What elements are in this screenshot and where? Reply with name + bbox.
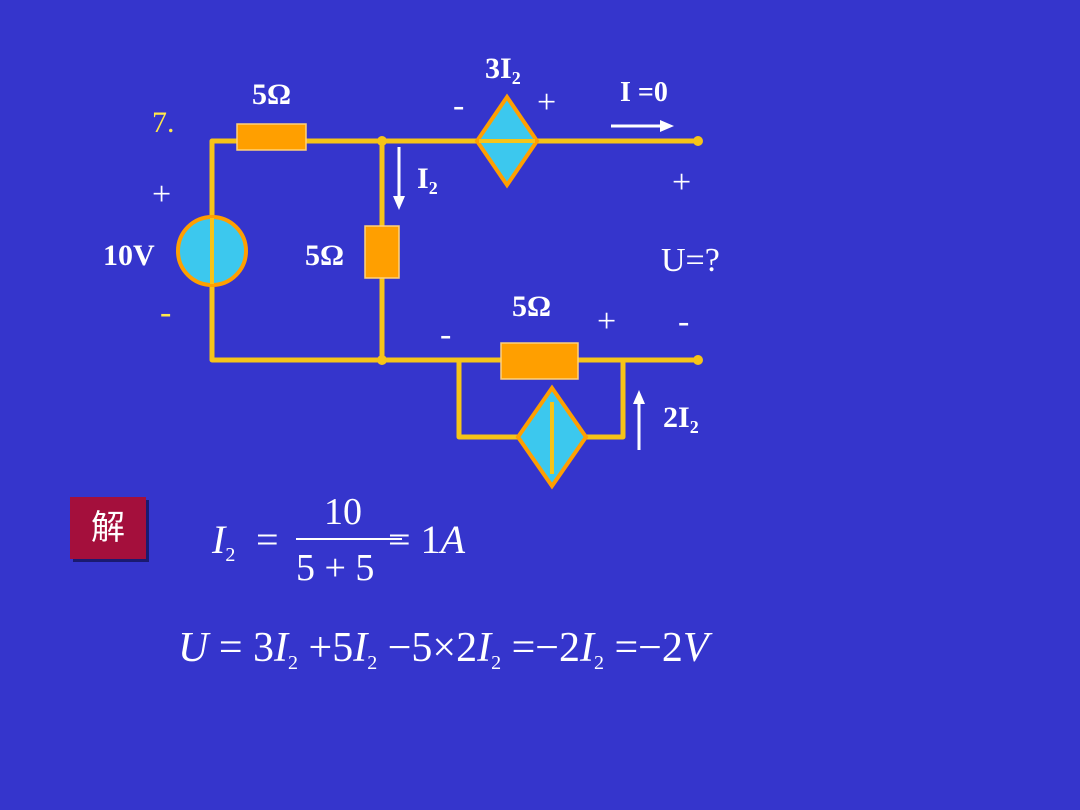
polarity-terminal-plus: + — [672, 164, 692, 201]
polarity-depv-minus: - — [453, 87, 465, 124]
label-unknown-voltage: U=? — [661, 242, 720, 279]
arrow-current-out-icon — [611, 120, 674, 132]
polarity-terminal-minus: - — [678, 303, 690, 340]
label-dep-voltage: 3I2 — [485, 52, 521, 88]
terminal-bottom — [693, 355, 703, 365]
node-top — [377, 136, 387, 146]
arrow-2i2-up-icon — [633, 390, 645, 450]
label-resistor-bottom: 5Ω — [512, 290, 552, 323]
resistor-bottom — [500, 342, 579, 380]
node-bottom — [377, 355, 387, 365]
label-branch-current: I2 — [417, 162, 438, 198]
equation-u: U = 3I2 +5I2 −5×2I2 =−2I2 =−2V — [178, 625, 709, 674]
polarity-source-plus: + — [152, 176, 172, 213]
resistor-top — [236, 123, 307, 151]
polarity-depv-plus: + — [537, 84, 557, 121]
resistor-middle — [364, 225, 400, 279]
arrow-i2-down-icon — [393, 147, 405, 210]
polarity-resistor-plus: + — [597, 303, 617, 340]
solution-badge: 解 — [70, 497, 146, 559]
polarity-resistor-minus: - — [440, 316, 452, 353]
terminal-top — [693, 136, 703, 146]
problem-number: 7. — [152, 106, 175, 139]
polarity-source-minus: - — [160, 294, 172, 331]
label-resistor-middle: 5Ω — [305, 239, 345, 272]
label-current-out: I =0 — [620, 77, 668, 108]
label-source-voltage: 10V — [103, 239, 155, 272]
label-resistor-top: 5Ω — [252, 78, 292, 111]
label-dep-current: 2I2 — [663, 401, 699, 437]
